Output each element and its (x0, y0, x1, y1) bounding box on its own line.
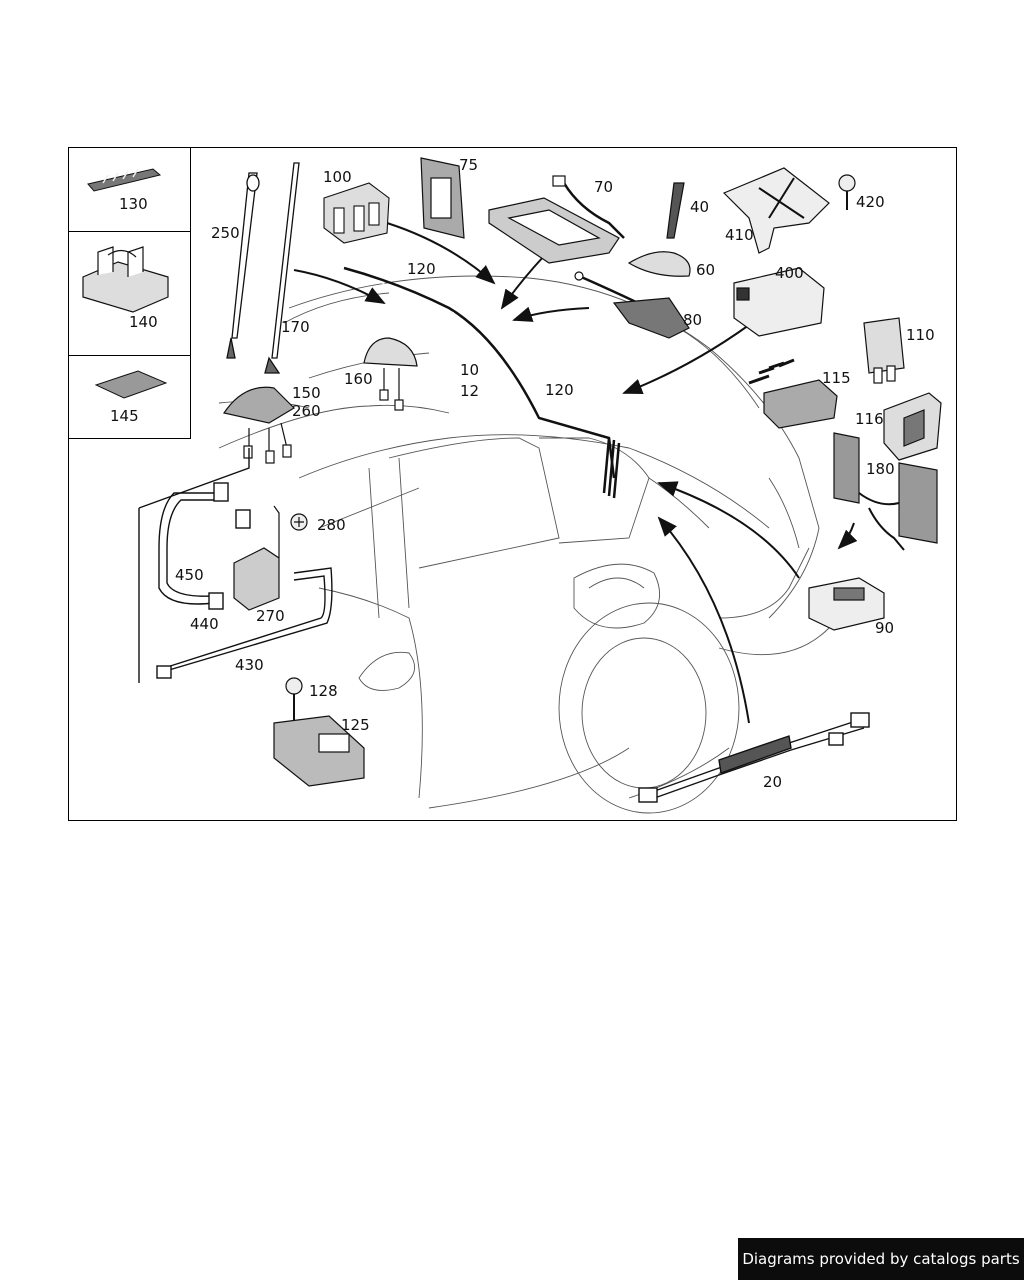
label-10: 10 (460, 361, 480, 379)
label-80: 80 (683, 311, 703, 329)
label-120-upper: 120 (407, 260, 436, 278)
label-125: 125 (341, 716, 370, 734)
part-180-foil-antenna (833, 432, 938, 551)
label-420: 420 (856, 193, 885, 211)
footer-credit: Diagrams provided by catalogs parts (738, 1238, 1024, 1280)
part-400-unit (733, 267, 825, 337)
part-116-bracket (883, 392, 942, 461)
inset-box-145 (68, 355, 191, 439)
label-20: 20 (763, 773, 783, 791)
part-140-clip-art (82, 246, 169, 313)
label-12: 12 (460, 382, 480, 400)
label-90: 90 (875, 619, 895, 637)
antenna-rods (226, 162, 300, 374)
label-140: 140 (129, 313, 158, 331)
label-110: 110 (906, 326, 935, 344)
label-250: 250 (211, 224, 240, 242)
label-60: 60 (696, 261, 716, 279)
label-100: 100 (323, 168, 352, 186)
label-130: 130 (119, 195, 148, 213)
label-70: 70 (594, 178, 614, 196)
part-100-block (323, 182, 390, 244)
part-270-splitter (233, 505, 308, 611)
parts-diagram-frame (68, 147, 957, 821)
leader-arrows (293, 222, 858, 724)
label-430: 430 (235, 656, 264, 674)
part-20-harness (638, 712, 870, 803)
part-125-module (273, 677, 365, 787)
label-145: 145 (110, 407, 139, 425)
antenna-cable-10 (343, 266, 621, 499)
label-115: 115 (822, 369, 851, 387)
label-400: 400 (775, 264, 804, 282)
part-410-bracket (722, 167, 856, 254)
label-440: 440 (190, 615, 219, 633)
label-280: 280 (317, 516, 346, 534)
label-170: 170 (281, 318, 310, 336)
part-110-relay (863, 317, 905, 384)
part-70-tray (488, 175, 625, 264)
antenna-base-150 (223, 386, 295, 464)
part-80-module (574, 271, 690, 339)
shark-fin-antenna-160 (363, 337, 418, 411)
label-40: 40 (690, 198, 710, 216)
label-160: 160 (344, 370, 373, 388)
label-75: 75 (459, 156, 479, 174)
label-180: 180 (866, 460, 895, 478)
label-270: 270 (256, 607, 285, 625)
part-40-stub-antenna (627, 182, 691, 277)
inset-box-130 (68, 147, 191, 232)
part-90-connector (808, 577, 885, 631)
part-115-amplifier (748, 358, 838, 429)
label-410: 410 (725, 226, 754, 244)
inset-parts-art (82, 168, 169, 399)
label-260: 260 (292, 402, 321, 420)
coax-cables (138, 448, 333, 683)
part-75-module (420, 157, 465, 239)
exploded-parts-illustration (83, 157, 942, 814)
label-120-lower: 120 (545, 381, 574, 399)
part-145-pad-art (94, 370, 168, 399)
car-outline (218, 275, 830, 814)
label-450: 450 (175, 566, 204, 584)
label-116: 116 (855, 410, 884, 428)
label-128: 128 (309, 682, 338, 700)
label-150: 150 (292, 384, 321, 402)
part-130-strip-art (87, 168, 162, 192)
